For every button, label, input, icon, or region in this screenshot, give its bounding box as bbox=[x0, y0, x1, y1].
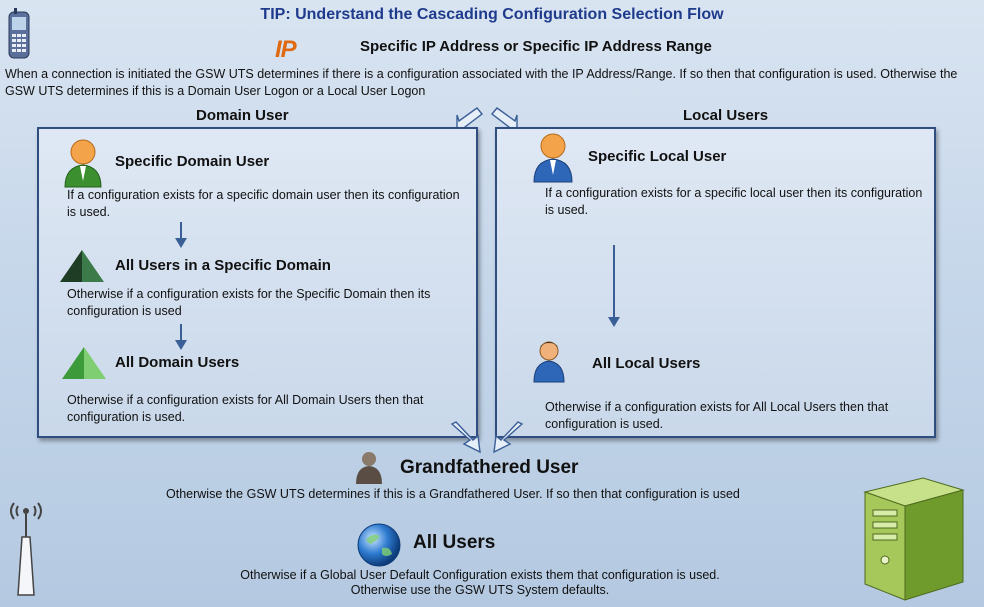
specific-domain-user-text: If a configuration exists for a specific… bbox=[67, 188, 460, 219]
all-users-text-1: Otherwise if a Global User Default Confi… bbox=[240, 568, 720, 582]
user-green-icon bbox=[64, 139, 102, 188]
all-users-specific-domain-text: Otherwise if a configuration exists for … bbox=[67, 287, 431, 318]
pyramid-dark-icon bbox=[60, 250, 104, 282]
server-icon bbox=[863, 477, 965, 601]
all-local-users-title: All Local Users bbox=[592, 355, 701, 372]
all-domain-users-title: All Domain Users bbox=[115, 354, 240, 371]
merge-arrows-icon bbox=[450, 421, 524, 454]
domain-user-panel bbox=[37, 127, 478, 438]
ip-logo: IP bbox=[275, 36, 297, 63]
grandfathered-user-title: Grandfathered User bbox=[400, 457, 579, 478]
all-users-text-2: Otherwise use the GSW UTS System default… bbox=[350, 583, 610, 597]
grandfathered-user-text: Otherwise the GSW UTS determines if this… bbox=[166, 487, 740, 501]
specific-domain-user-title: Specific Domain User bbox=[115, 153, 270, 170]
user-blue-icon bbox=[533, 133, 573, 183]
all-users-title: All Users bbox=[413, 532, 496, 553]
wireless-antenna-icon bbox=[10, 502, 42, 596]
local-users-header: Local Users bbox=[683, 107, 769, 124]
domain-user-header: Domain User bbox=[196, 107, 289, 124]
all-users-specific-domain-title: All Users in a Specific Domain bbox=[115, 257, 331, 274]
mobile-phone-icon bbox=[8, 8, 30, 59]
all-domain-users-text: Otherwise if a configuration exists for … bbox=[67, 393, 424, 424]
down-arrow-icon bbox=[608, 245, 620, 327]
grandfathered-user-icon bbox=[356, 452, 382, 484]
globe-icon bbox=[357, 523, 401, 567]
ip-heading: Specific IP Address or Specific IP Addre… bbox=[360, 38, 712, 55]
specific-local-user-title: Specific Local User bbox=[588, 148, 727, 165]
specific-local-user-text: If a configuration exists for a specific… bbox=[545, 186, 923, 217]
down-arrow-icon bbox=[175, 222, 187, 248]
user-local-icon bbox=[533, 341, 565, 383]
pyramid-green-icon bbox=[62, 347, 106, 379]
down-arrow-icon bbox=[175, 324, 187, 350]
tip-title: TIP: Understand the Cascading Configurat… bbox=[260, 6, 724, 23]
all-local-users-text: Otherwise if a configuration exists for … bbox=[545, 400, 889, 431]
intro-text: When a connection is initiated the GSW U… bbox=[5, 67, 958, 98]
